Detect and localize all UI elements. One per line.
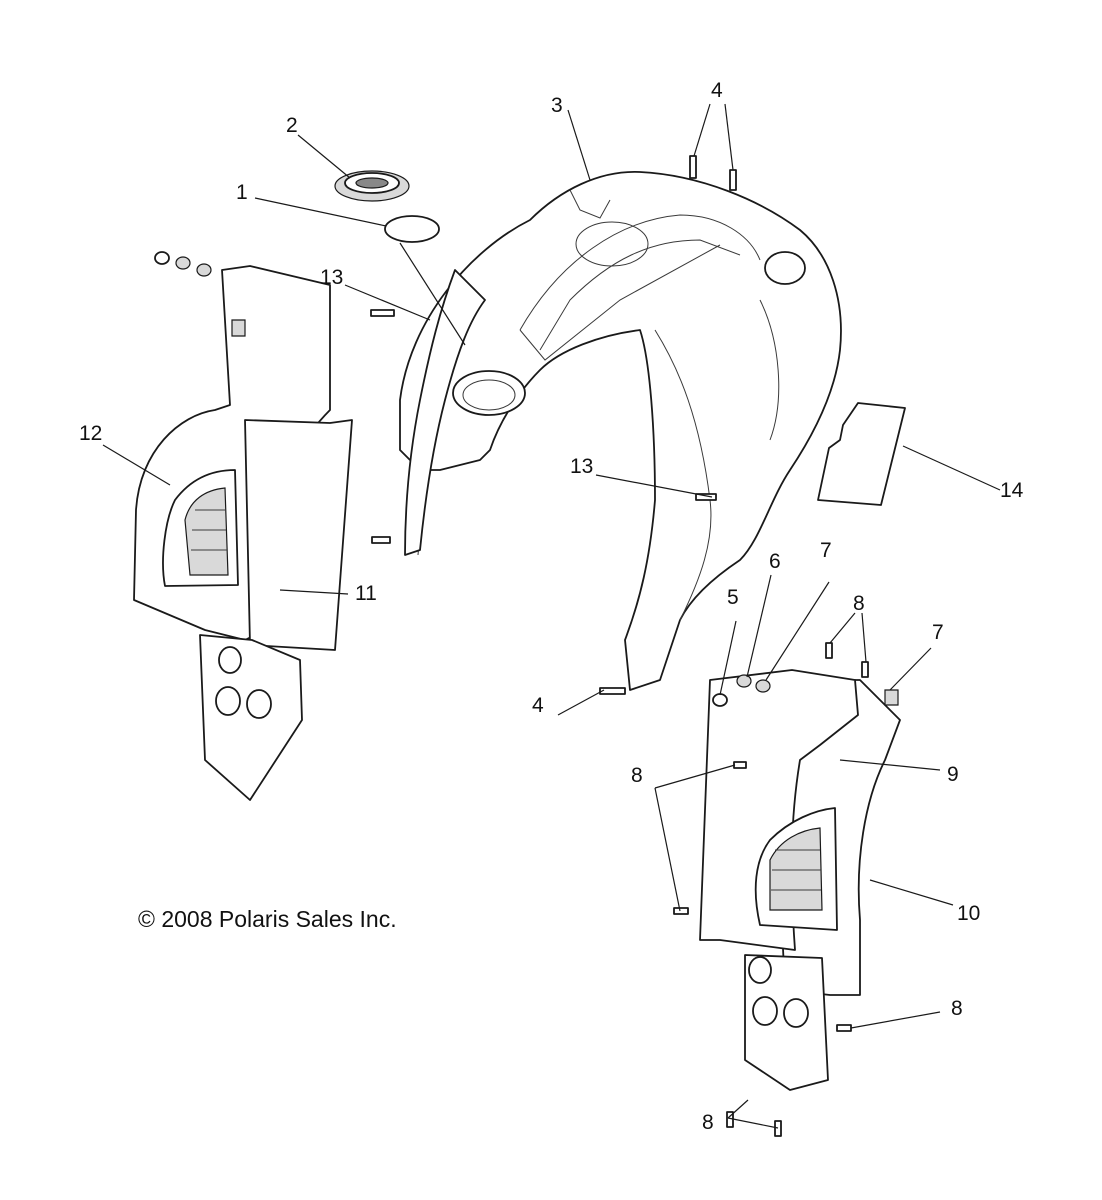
callout-5: 5 bbox=[727, 586, 739, 609]
part-3-hood bbox=[399, 171, 842, 691]
callout-13-left: 13 bbox=[320, 266, 343, 289]
part-3-side-strip bbox=[404, 269, 486, 556]
callout-9: 9 bbox=[947, 763, 959, 786]
fasteners bbox=[154, 155, 899, 1137]
part-11-left-lower-panel bbox=[199, 634, 303, 801]
copyright-notice: © 2008 Polaris Sales Inc. bbox=[138, 906, 397, 932]
part-1-o-ring bbox=[384, 215, 440, 243]
callout-4-lower: 4 bbox=[532, 694, 544, 717]
callout-2: 2 bbox=[286, 114, 298, 137]
callout-7-right: 7 bbox=[932, 621, 944, 644]
part-10-right-side-panel bbox=[699, 669, 901, 996]
callout-8-bottom: 8 bbox=[702, 1111, 714, 1134]
callout-3: 3 bbox=[551, 94, 563, 117]
callout-8-top: 8 bbox=[853, 592, 865, 615]
callout-12: 12 bbox=[79, 422, 102, 445]
leader-lines bbox=[102, 103, 1001, 1129]
part-14-decal bbox=[817, 402, 906, 506]
callout-14: 14 bbox=[1000, 479, 1024, 502]
callout-13-right: 13 bbox=[570, 455, 593, 478]
callout-10: 10 bbox=[957, 902, 980, 925]
callout-8-right: 8 bbox=[951, 997, 963, 1020]
callout-8-left: 8 bbox=[631, 764, 643, 787]
callout-1: 1 bbox=[236, 181, 248, 204]
part-2-fuel-cap bbox=[334, 170, 410, 202]
callout-4-top: 4 bbox=[711, 79, 723, 102]
callouts: 1 2 3 4 13 12 13 14 11 6 7 5 8 7 4 8 9 1… bbox=[79, 79, 1024, 1134]
part-9-right-lower-panel bbox=[744, 954, 829, 1091]
callout-11: 11 bbox=[355, 582, 377, 605]
callout-7-left: 7 bbox=[820, 539, 832, 562]
callout-6: 6 bbox=[769, 550, 781, 573]
